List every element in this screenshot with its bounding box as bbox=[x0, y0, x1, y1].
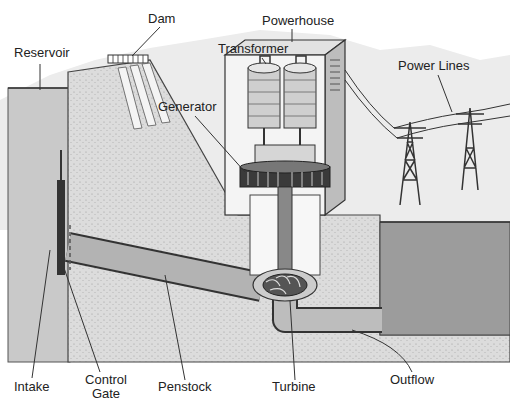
part-label: Reservoir bbox=[14, 46, 70, 60]
leader-line bbox=[438, 75, 452, 112]
front-wall bbox=[225, 55, 325, 215]
transformer-cylinder bbox=[284, 68, 316, 128]
turbine-blades bbox=[266, 276, 300, 294]
turbine-unit bbox=[253, 269, 317, 301]
transformer-cables bbox=[264, 128, 300, 145]
control-gate bbox=[57, 150, 70, 275]
leader-line bbox=[32, 250, 50, 378]
penstock-pipe bbox=[68, 247, 262, 287]
generator-top bbox=[240, 161, 330, 173]
dam-crest bbox=[108, 55, 148, 63]
part-label: Powerhouse bbox=[262, 14, 334, 28]
power-wires bbox=[345, 70, 510, 138]
leader-line bbox=[132, 27, 160, 56]
transformer-unit bbox=[248, 56, 316, 145]
leader-line bbox=[290, 301, 295, 380]
penstock-outline bbox=[68, 247, 262, 287]
part-label: Control Gate bbox=[80, 373, 132, 401]
leader-line bbox=[352, 330, 412, 372]
turbine-shaft bbox=[278, 187, 292, 272]
tailwater bbox=[380, 222, 510, 335]
tailwater-body bbox=[380, 222, 510, 335]
transformer-cylinder bbox=[248, 68, 280, 128]
leader-line bbox=[292, 29, 293, 42]
intake-opening bbox=[69, 225, 71, 270]
leader-line bbox=[40, 64, 41, 90]
generator-unit bbox=[240, 145, 330, 272]
part-label: Dam bbox=[148, 12, 175, 26]
generator-windings bbox=[248, 172, 322, 187]
leader-line bbox=[63, 265, 100, 372]
leader-line bbox=[195, 116, 245, 172]
transformer-top bbox=[248, 63, 280, 73]
concrete-mass bbox=[68, 55, 510, 362]
scroll-case bbox=[253, 269, 317, 301]
tailwater-surface bbox=[380, 221, 510, 223]
part-label: Penstock bbox=[158, 380, 211, 394]
part-label: Power Lines bbox=[398, 59, 470, 73]
transmission-towers bbox=[345, 70, 510, 205]
gate-plate bbox=[57, 180, 65, 275]
outflow-outline bbox=[285, 298, 382, 320]
dam-face-panels bbox=[118, 63, 170, 129]
side-wall bbox=[325, 40, 345, 215]
part-label: Turbine bbox=[272, 380, 316, 394]
water-body bbox=[8, 88, 70, 362]
part-label: Outflow bbox=[390, 373, 434, 387]
penstock-fill bbox=[68, 247, 262, 287]
transformer-top bbox=[284, 63, 316, 73]
water-surface bbox=[8, 87, 70, 89]
outflow-fill bbox=[285, 298, 382, 320]
transformer-bushings bbox=[260, 56, 306, 63]
part-label: Generator bbox=[158, 100, 217, 114]
gate-rod bbox=[60, 150, 62, 180]
powerhouse-building bbox=[225, 40, 345, 275]
leader-line bbox=[262, 58, 266, 64]
dam-body bbox=[68, 60, 510, 362]
part-label: Intake bbox=[14, 380, 49, 394]
leader-lines bbox=[32, 27, 452, 380]
transformer-ribs bbox=[248, 80, 316, 116]
wall-vents bbox=[330, 60, 340, 90]
turbine-runner bbox=[263, 274, 307, 296]
leader-line bbox=[165, 275, 185, 380]
crest-railing bbox=[113, 55, 143, 63]
reservoir-water bbox=[8, 88, 70, 362]
outflow-pipe bbox=[285, 298, 382, 320]
part-label: Transformer bbox=[218, 42, 288, 56]
